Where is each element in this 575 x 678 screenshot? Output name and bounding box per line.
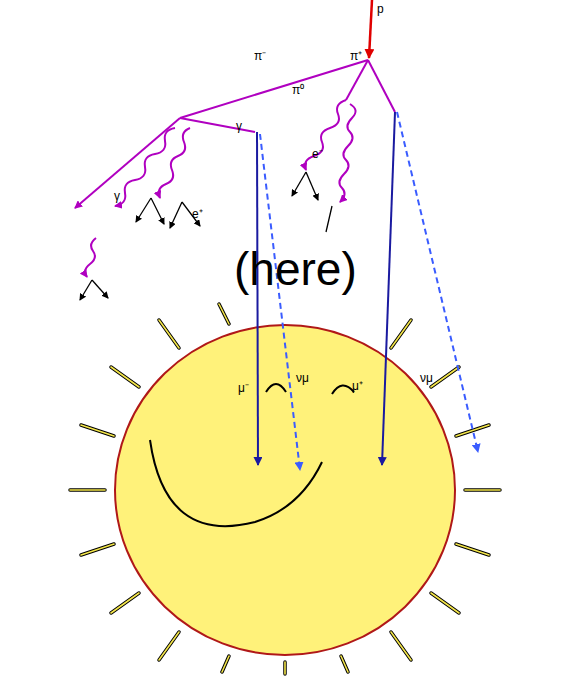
location-note: (here) <box>234 246 357 292</box>
sun-face <box>150 384 354 526</box>
particle-label: νμ <box>296 372 309 384</box>
sun <box>115 325 455 655</box>
proton-track <box>369 0 372 58</box>
particle-label: π⁻ <box>254 50 266 62</box>
particle-label: γ <box>236 120 242 132</box>
particle-label: νμ <box>420 372 433 384</box>
sun-rays <box>70 304 500 674</box>
particle-label: π⁺ <box>350 50 362 62</box>
pion-tracks <box>75 60 395 208</box>
particle-label: π⁰ <box>292 84 304 96</box>
particle-label: γ <box>114 190 120 202</box>
particle-label: e⁺ <box>192 208 203 220</box>
particle-label: e⁻ <box>312 148 323 160</box>
particle-label: p <box>377 3 384 15</box>
particle-label: μ⁻ <box>238 382 249 394</box>
particle-label: μ⁺ <box>352 380 363 392</box>
